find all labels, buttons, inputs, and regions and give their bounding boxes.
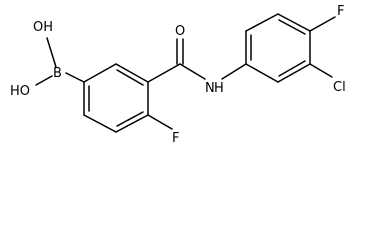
atom-label-ho-left: HO (10, 84, 30, 99)
ring1-bond-b (83, 114, 117, 133)
atom-label-carbonyl-o: O (175, 24, 185, 39)
right-benzene-ring (245, 13, 311, 83)
atom-label-fluoro-bottom: F (172, 131, 179, 146)
atom-label-amide-h: H (214, 81, 224, 96)
ring1-bond-e-inner (116, 69, 144, 86)
bond-ring2-f (309, 16, 336, 32)
structure-canvas: OH HO B O N H F F Cl (10, 4, 346, 146)
bond-carbonyl-n (179, 63, 206, 80)
atom-label-boron: B (53, 66, 62, 81)
bond-n-ring2 (221, 63, 247, 80)
bond-b-ho (35, 75, 53, 86)
ring1-bond-c (115, 114, 149, 133)
ring2-bond-c-inner (278, 19, 306, 35)
bond-ring1-f (147, 114, 173, 130)
ring2-bond-f (245, 63, 279, 83)
ring2-bond-e (277, 63, 311, 83)
bond-b-ring (65, 72, 85, 83)
bond-ring1-carbonyl (147, 63, 181, 83)
atom-label-fluoro-right: F (337, 4, 344, 19)
ring2-bond-c (277, 13, 311, 32)
ring1-bond-e (115, 63, 149, 83)
molecule-drawing: OH HO B O N H F F Cl (10, 4, 346, 146)
boronic-acid-group (35, 37, 85, 86)
ring2-bond-b (245, 13, 279, 32)
ring1-bond-c-inner (116, 111, 144, 127)
bond-b-ohtop (46, 37, 57, 68)
ring1-bond-f (83, 63, 117, 83)
left-benzene-ring (83, 63, 149, 133)
atom-label-chloro: Cl (333, 80, 346, 95)
atom-label-oh-top: OH (33, 20, 53, 35)
bond-ring2-cl (309, 63, 333, 78)
ring2-bond-e-inner (278, 60, 306, 77)
atom-label-amide-n: N (205, 81, 215, 96)
amide-group (147, 38, 247, 83)
